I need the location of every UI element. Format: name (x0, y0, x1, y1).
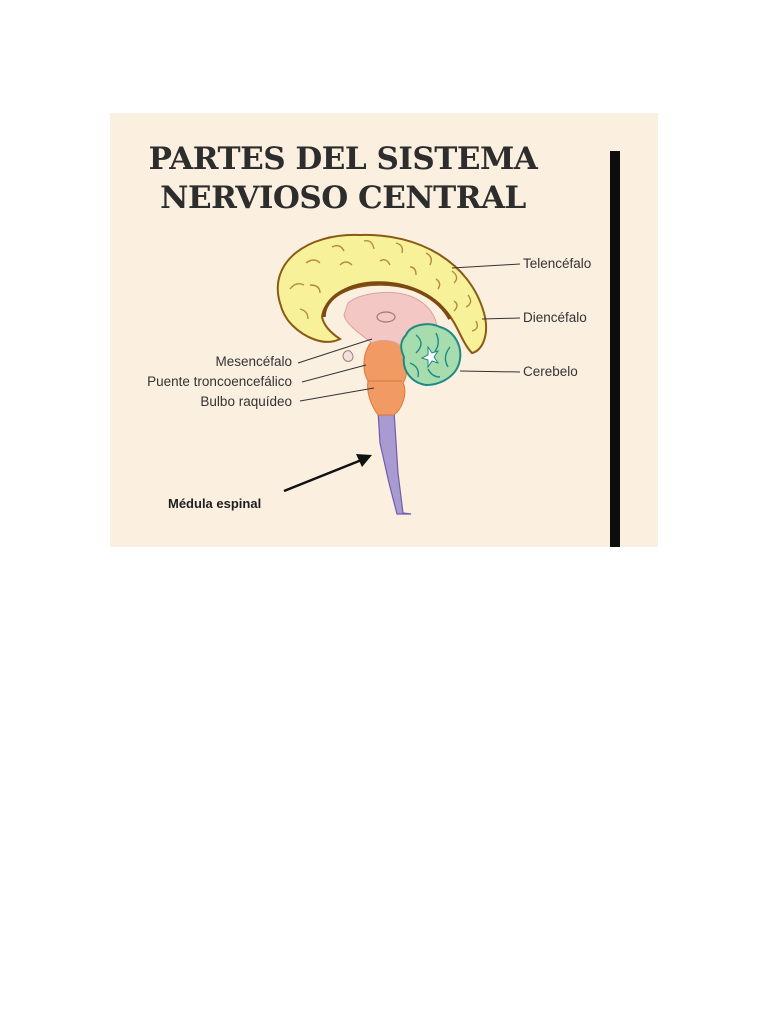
label-cerebelo: Cerebelo (523, 364, 578, 379)
label-mesencefalo: Mesencéfalo (215, 354, 292, 369)
label-diencefalo: Diencéfalo (523, 310, 587, 325)
label-bulbo: Bulbo raquídeo (200, 394, 292, 409)
label-telencefalo: Telencéfalo (523, 256, 591, 271)
label-medula: Médula espinal (168, 496, 261, 511)
label-puente: Puente troncoencefálico (147, 374, 292, 389)
medula-espinal-shape (378, 411, 411, 514)
diagram-panel: PARTES DEL SISTEMA NERVIOSO CENTRAL (110, 113, 658, 547)
brain-diagram (110, 113, 658, 547)
